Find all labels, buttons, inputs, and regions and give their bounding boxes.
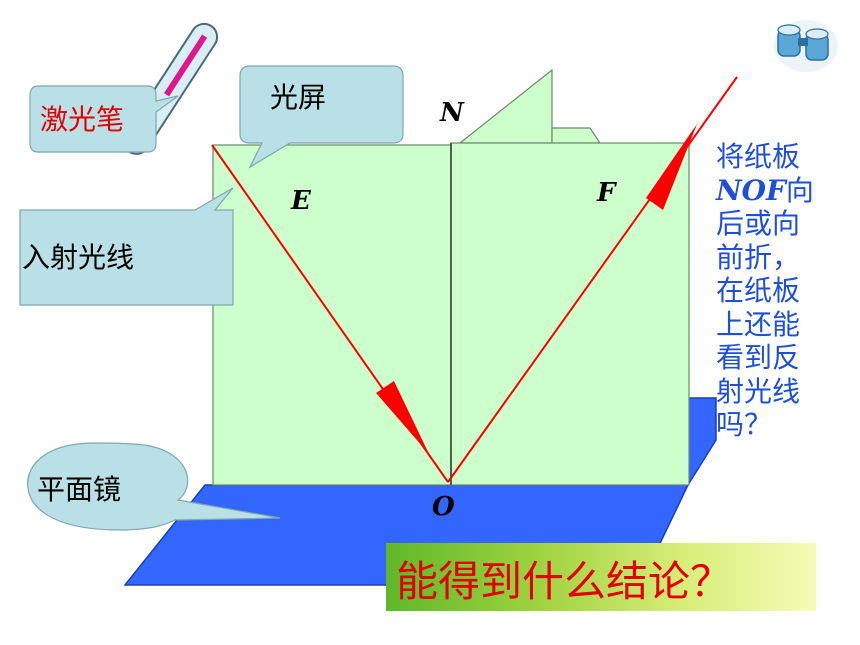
point-o-label: O bbox=[432, 492, 455, 522]
binoculars-icon bbox=[774, 20, 838, 72]
laser-pen-label: 激光笔 bbox=[40, 103, 125, 136]
side-question-line: 吗？ bbox=[716, 408, 773, 441]
plane-mirror-label: 平面镜 bbox=[37, 473, 122, 506]
point-n-label: N bbox=[440, 98, 464, 128]
reflected-ray-arrow bbox=[646, 124, 697, 210]
point-f-label: F bbox=[597, 178, 616, 208]
callout-laser-pen bbox=[29, 85, 179, 153]
side-question-line: 看到反 bbox=[716, 341, 801, 374]
incident-ray-arrow bbox=[376, 381, 429, 454]
side-question-line: 向 bbox=[785, 173, 814, 207]
screen-label: 光屏 bbox=[270, 81, 327, 114]
callout-plane-mirror bbox=[27, 442, 281, 531]
callout-screen bbox=[239, 65, 404, 169]
callout-incident-ray bbox=[19, 187, 234, 306]
mirror-back-strip bbox=[687, 397, 717, 488]
incident-ray-label: 入射光线 bbox=[22, 241, 135, 274]
side-question-line: 后或向 bbox=[716, 207, 801, 240]
side-question-line: 前折， bbox=[716, 240, 801, 274]
side-question-line: 射光线 bbox=[716, 374, 801, 408]
folded-flap bbox=[458, 68, 553, 144]
point-e-label: E bbox=[291, 186, 311, 216]
side-question-em: NOF bbox=[716, 173, 786, 207]
folded-flap-edge bbox=[551, 127, 602, 144]
conclusion-text: 能得到什么结论？ bbox=[396, 557, 733, 606]
conclusion-banner bbox=[386, 543, 816, 611]
side-question-line: 将纸板 bbox=[716, 140, 801, 173]
side-question-line: 上还能 bbox=[716, 307, 801, 341]
side-question-line: 在纸板 bbox=[716, 274, 801, 307]
side-question: 将纸板 NOF向 后或向 前折， 在纸板 上还能 看到反 射光线 吗？ bbox=[716, 140, 826, 442]
